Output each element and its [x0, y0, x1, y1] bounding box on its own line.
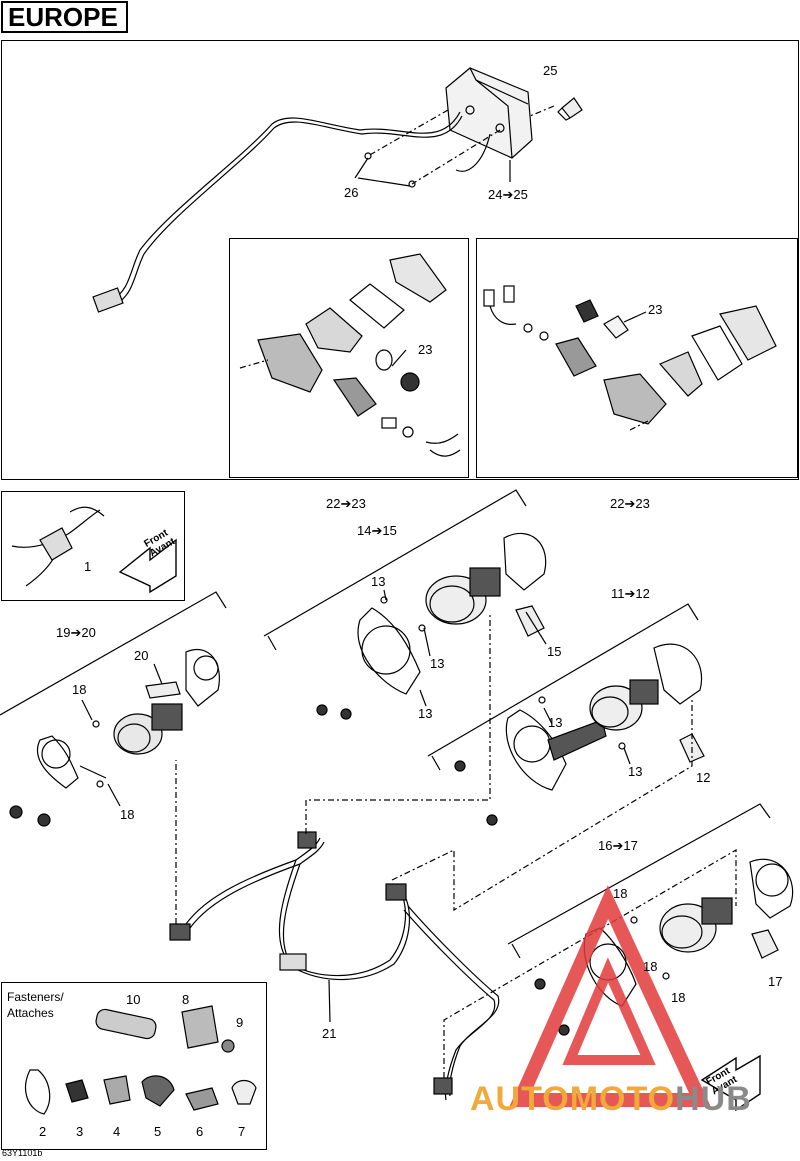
- callout-23-right: 23: [648, 302, 663, 317]
- fasteners-title-fr: Attaches: [7, 1006, 54, 1020]
- callout-13-c: 13: [418, 706, 433, 721]
- fastener-2: [25, 1069, 51, 1115]
- callout-17: 17: [768, 974, 783, 989]
- callout-13-a: 13: [371, 574, 386, 589]
- callout-13-e: 13: [628, 764, 643, 779]
- fasteners-title: Fasteners/ Attaches: [7, 989, 64, 1021]
- fasteners-frame: [1, 982, 267, 1150]
- callout-24-25: 24➔25: [488, 187, 528, 202]
- callout-18-e: 18: [671, 990, 686, 1005]
- fastener-8: [181, 1005, 219, 1049]
- tail-light-frame: [1, 40, 799, 480]
- headlamp-19-20: [9, 649, 220, 827]
- callout-8: 8: [182, 992, 190, 1007]
- callout-6: 6: [196, 1124, 204, 1139]
- callout-3: 3: [76, 1124, 84, 1139]
- fastener-10: [95, 1008, 157, 1040]
- tail-harness: [111, 111, 461, 301]
- watermark-part2: MOTO: [569, 1080, 676, 1118]
- callout-15: 15: [547, 644, 562, 659]
- callout-19-20: 19➔20: [56, 625, 96, 640]
- inset-harness: [11, 506, 105, 587]
- callout-13-b: 13: [430, 656, 445, 671]
- main-harness: [169, 831, 500, 1101]
- fastener-4: [103, 1075, 131, 1105]
- tail-light-bulb: [557, 97, 583, 121]
- callout-18-a: 18: [72, 682, 87, 697]
- left-signal-assembly: [239, 253, 461, 457]
- callout-13-d: 13: [548, 715, 563, 730]
- callout-5: 5: [154, 1124, 162, 1139]
- right-signal-assembly: [483, 285, 777, 431]
- watermark-part1: AUTO: [470, 1080, 570, 1118]
- callout-9: 9: [236, 1015, 244, 1030]
- callout-11-12: 11➔12: [611, 586, 650, 601]
- callout-23-left: 23: [418, 342, 433, 357]
- headlamp-11-12: [454, 643, 705, 826]
- callout-4: 4: [113, 1124, 121, 1139]
- callout-14-15: 14➔15: [357, 523, 397, 538]
- inset-harness-frame: [1, 491, 185, 601]
- callout-10: 10: [126, 992, 141, 1007]
- callout-26: 26: [344, 185, 359, 200]
- watermark-text: AUTOMOTOHUB: [470, 1080, 752, 1119]
- front-arrow-bottom: [700, 1054, 761, 1112]
- callout-18-c: 18: [613, 886, 628, 901]
- headlamp-14-15: [316, 532, 547, 720]
- fastener-7: [231, 1079, 257, 1105]
- fastener-5: [141, 1075, 175, 1107]
- callout-18-b: 18: [120, 807, 135, 822]
- callout-20: 20: [134, 648, 149, 663]
- callout-12: 12: [696, 770, 711, 785]
- callout-2: 2: [39, 1124, 47, 1139]
- left-signal-frame: [229, 238, 469, 478]
- fastener-3: [65, 1079, 89, 1103]
- callout-22-23-right: 22➔23: [610, 496, 650, 511]
- callout-25: 25: [543, 63, 558, 78]
- watermark-logo: [509, 885, 711, 1107]
- callout-16-17: 16➔17: [598, 838, 638, 853]
- watermark-part3: HUB: [675, 1080, 752, 1118]
- fasteners-title-en: Fasteners/: [7, 990, 64, 1004]
- fastener-6: [185, 1087, 219, 1111]
- front-arrow-inset: [118, 538, 177, 594]
- callout-22-23-left: 22➔23: [326, 496, 366, 511]
- doc-code: 63Y1101b: [2, 1148, 43, 1158]
- headlamp-16-17: [534, 858, 794, 1036]
- callout-18-d: 18: [643, 959, 658, 974]
- callout-1: 1: [84, 559, 92, 574]
- callout-7: 7: [238, 1124, 246, 1139]
- callout-21: 21: [322, 1026, 337, 1041]
- page-title: EUROPE: [1, 1, 128, 33]
- right-signal-frame: [476, 238, 798, 478]
